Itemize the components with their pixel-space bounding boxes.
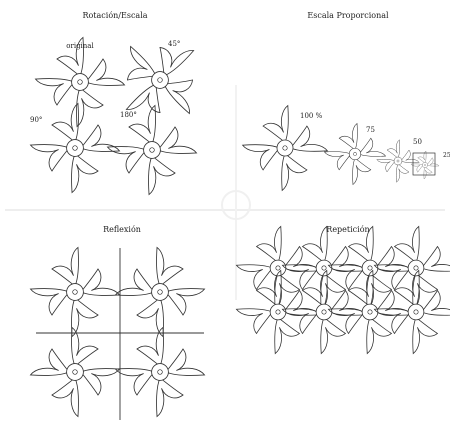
reflection-section: Reflexión xyxy=(27,225,207,420)
rotation-title: Rotación/Escala xyxy=(82,11,147,20)
label-original: original xyxy=(66,42,94,50)
label-25: 25 xyxy=(443,152,450,159)
propeller-reflect-top-right xyxy=(112,244,207,339)
repetition-propeller xyxy=(280,268,369,357)
repetition-propeller xyxy=(372,224,450,313)
repetition-propeller xyxy=(326,268,415,357)
scale-25-frame xyxy=(412,152,436,176)
repetition-grid xyxy=(234,224,450,357)
repetition-title: Repetición xyxy=(326,225,369,234)
propeller-reflect-bottom-right xyxy=(112,324,207,419)
label-90: 90° xyxy=(30,116,42,124)
label-100: 100 % xyxy=(300,112,323,120)
repetition-propeller xyxy=(326,224,415,313)
repetition-section: Repetición xyxy=(234,224,450,357)
propeller-scale-75 xyxy=(322,121,387,186)
label-75: 75 xyxy=(366,126,375,134)
scale-section: Escala Proporcional 100 % 75 50 25 xyxy=(240,11,450,193)
propeller-scale-25 xyxy=(410,150,440,180)
propeller-reflect-bottom-left xyxy=(27,324,122,419)
reflection-title: Reflexión xyxy=(103,225,141,234)
scale-title: Escala Proporcional xyxy=(307,11,389,20)
repetition-propeller xyxy=(234,268,323,357)
label-50: 50 xyxy=(413,138,422,146)
center-watermark xyxy=(221,190,251,220)
label-45: 45° xyxy=(168,40,180,48)
repetition-propeller xyxy=(234,224,323,313)
propeller-rotated-45 xyxy=(126,46,193,113)
label-180: 180° xyxy=(120,111,137,119)
rotation-section: Rotación/Escala original 45° 90° 180° xyxy=(27,11,199,198)
repetition-propeller xyxy=(372,268,450,357)
propeller-reflect-top-left xyxy=(27,244,122,339)
repetition-propeller xyxy=(280,224,369,313)
